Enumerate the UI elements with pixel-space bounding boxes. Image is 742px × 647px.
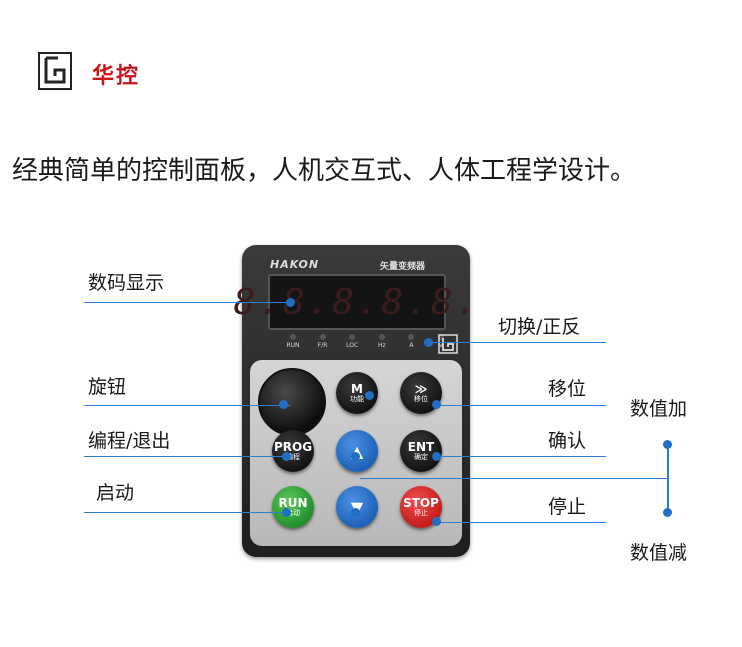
rotary-knob[interactable] <box>258 368 326 436</box>
callout-dot-down <box>351 508 360 517</box>
indicator-loc: LOC <box>341 334 363 349</box>
prog-button[interactable]: PROG 编程 <box>272 430 314 472</box>
callout-shift: 移位 <box>548 378 587 400</box>
callout-line-fr <box>428 342 606 343</box>
run-button[interactable]: RUN 启动 <box>272 486 314 528</box>
callout-line-updown <box>360 478 668 479</box>
panel-brand: HAKON <box>270 258 320 271</box>
callout-dot-run <box>282 508 291 517</box>
callout-decrease: 数值减 <box>630 542 688 564</box>
callout-knob: 旋钮 <box>88 376 127 398</box>
callout-dot-knob <box>279 400 288 409</box>
decrease-button[interactable]: ▼ <box>336 486 378 528</box>
headline: 经典简单的控制面板，人机交互式、人体工程学设计。 <box>12 156 637 186</box>
callout-fr: 切换/正反 <box>498 316 581 338</box>
callout-run: 启动 <box>96 482 135 504</box>
callout-display: 数码显示 <box>88 272 165 294</box>
callout-dot-stop <box>432 517 441 526</box>
increase-button[interactable]: ▲ <box>336 430 378 472</box>
callout-ent: 确认 <box>548 430 587 452</box>
indicator-run: RUN <box>282 334 304 349</box>
callout-line-shift <box>436 405 606 406</box>
indicator-a: A <box>400 334 422 349</box>
brand-name: 华控 <box>92 64 141 89</box>
callout-increase: 数值加 <box>630 398 688 420</box>
callout-dot-up <box>351 452 360 461</box>
callout-dot-shift <box>432 400 441 409</box>
callout-line-stop <box>436 522 606 523</box>
callout-dot-fr <box>424 338 433 347</box>
callout-dot-prog <box>282 452 291 461</box>
indicator-fr: F/R <box>312 334 334 349</box>
callout-vline-value <box>667 444 669 514</box>
brand-logo-icon <box>38 52 72 90</box>
panel-logo-icon <box>438 334 458 354</box>
callout-line-knob <box>84 405 290 406</box>
led-display: 8.8.8.8.8. <box>234 274 477 330</box>
panel-type: 矢量变频器 <box>380 262 426 272</box>
callout-dot-display <box>286 298 295 307</box>
callout-dot-increase <box>663 440 672 449</box>
callout-line-prog <box>84 456 290 457</box>
callout-dot-m <box>365 391 374 400</box>
ent-button[interactable]: ENT 确定 <box>400 430 442 472</box>
callout-line-run <box>84 512 290 513</box>
indicator-row: RUN F/R LOC Hz A V <box>282 334 452 349</box>
callout-line-ent <box>436 456 606 457</box>
callout-stop: 停止 <box>548 496 587 518</box>
callout-dot-decrease <box>663 508 672 517</box>
callout-line-display <box>84 302 290 303</box>
indicator-v: V <box>430 334 452 349</box>
callout-dot-ent <box>432 452 441 461</box>
callout-prog: 编程/退出 <box>88 430 171 452</box>
indicator-hz: Hz <box>371 334 393 349</box>
